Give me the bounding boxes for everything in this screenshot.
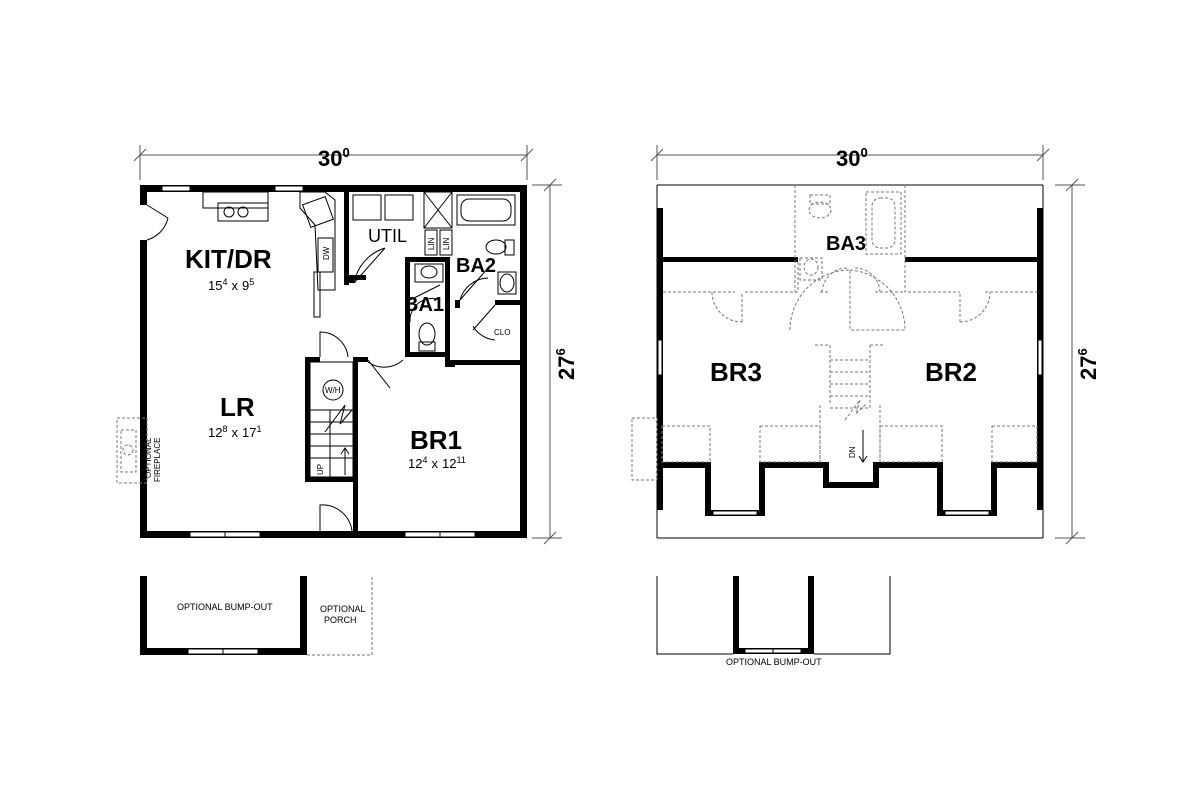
optional-fireplace: OPTIONAL FIREPLACE xyxy=(116,417,162,484)
first-floor-width-dimension: 300 xyxy=(133,145,534,180)
fireplace-label-line1: OPTIONAL xyxy=(144,437,153,478)
room-name-br3: BR3 xyxy=(710,357,762,387)
stair-up-label: UP xyxy=(316,464,325,475)
bumpout-label-first: OPTIONAL BUMP-OUT xyxy=(177,602,273,612)
room-name-clo: CLO xyxy=(494,328,510,337)
fireplace-label-line2: FIREPLACE xyxy=(153,438,162,482)
room-name-ba3: BA3 xyxy=(826,233,866,255)
bumpout-label-second: OPTIONAL BUMP-OUT xyxy=(726,657,822,667)
optional-porch: OPTIONAL PORCH xyxy=(307,576,373,656)
water-heater-label: W/H xyxy=(325,386,341,395)
linen-closet-2-label: LIN xyxy=(442,237,451,250)
first-floor-plan: 300 276 xyxy=(116,145,579,656)
room-name-util: UTIL xyxy=(368,226,407,246)
porch-label-line1: OPTIONAL xyxy=(320,604,366,614)
second-floor-optional-bumpout: OPTIONAL BUMP-OUT xyxy=(656,576,891,667)
room-name-kitdr: KIT/DR xyxy=(185,244,272,274)
room-name-br1: BR1 xyxy=(410,425,462,455)
room-name-lr: LR xyxy=(220,392,255,422)
second-floor-plan: 300 276 xyxy=(631,145,1101,667)
room-name-ba1: BA1 xyxy=(404,294,444,316)
stair-down-label: DN xyxy=(848,446,857,458)
porch-label-line2: PORCH xyxy=(324,615,357,625)
second-floor-depth-label: 276 xyxy=(1075,348,1101,380)
room-name-br2: BR2 xyxy=(925,357,977,387)
linen-closet-1-label: LIN xyxy=(427,237,436,250)
first-floor-optional-bumpout: OPTIONAL BUMP-OUT xyxy=(140,576,307,655)
first-floor-depth-dimension: 276 xyxy=(532,178,579,545)
second-floor-width-dimension: 300 xyxy=(650,145,1050,180)
dishwasher-label: DW xyxy=(322,246,331,260)
first-floor-depth-label: 276 xyxy=(553,348,579,380)
second-floor-depth-dimension: 276 xyxy=(1055,178,1101,545)
first-floor-width-label: 300 xyxy=(318,145,350,171)
room-name-ba2: BA2 xyxy=(456,255,496,277)
first-floor-stair: W/H UP xyxy=(309,361,354,478)
second-floor-width-label: 300 xyxy=(836,145,868,171)
